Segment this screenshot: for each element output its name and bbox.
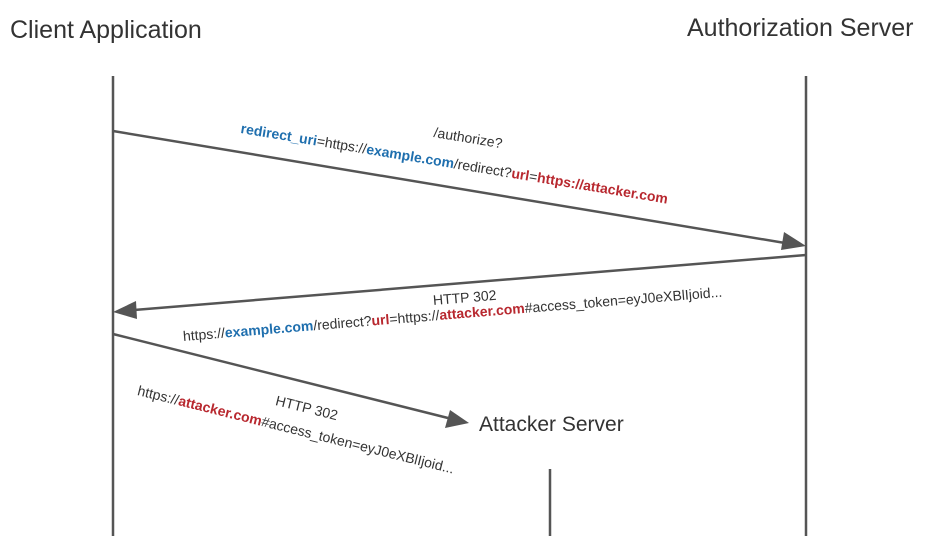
redirect1-arrowhead [113,301,137,319]
redirect2-arrow-line [112,332,449,420]
redirect2-arrowhead [445,410,469,428]
authorize-arrow-line [112,129,786,245]
attacker-server-label: Attacker Server [479,413,624,436]
authorize-arrowhead [781,232,806,250]
client-application-label: Client Application [10,16,202,44]
redirect1-url-key: url [370,311,390,329]
authorization-server-label: Authorization Server [687,14,914,42]
redirect1-arrow-line [133,253,807,312]
